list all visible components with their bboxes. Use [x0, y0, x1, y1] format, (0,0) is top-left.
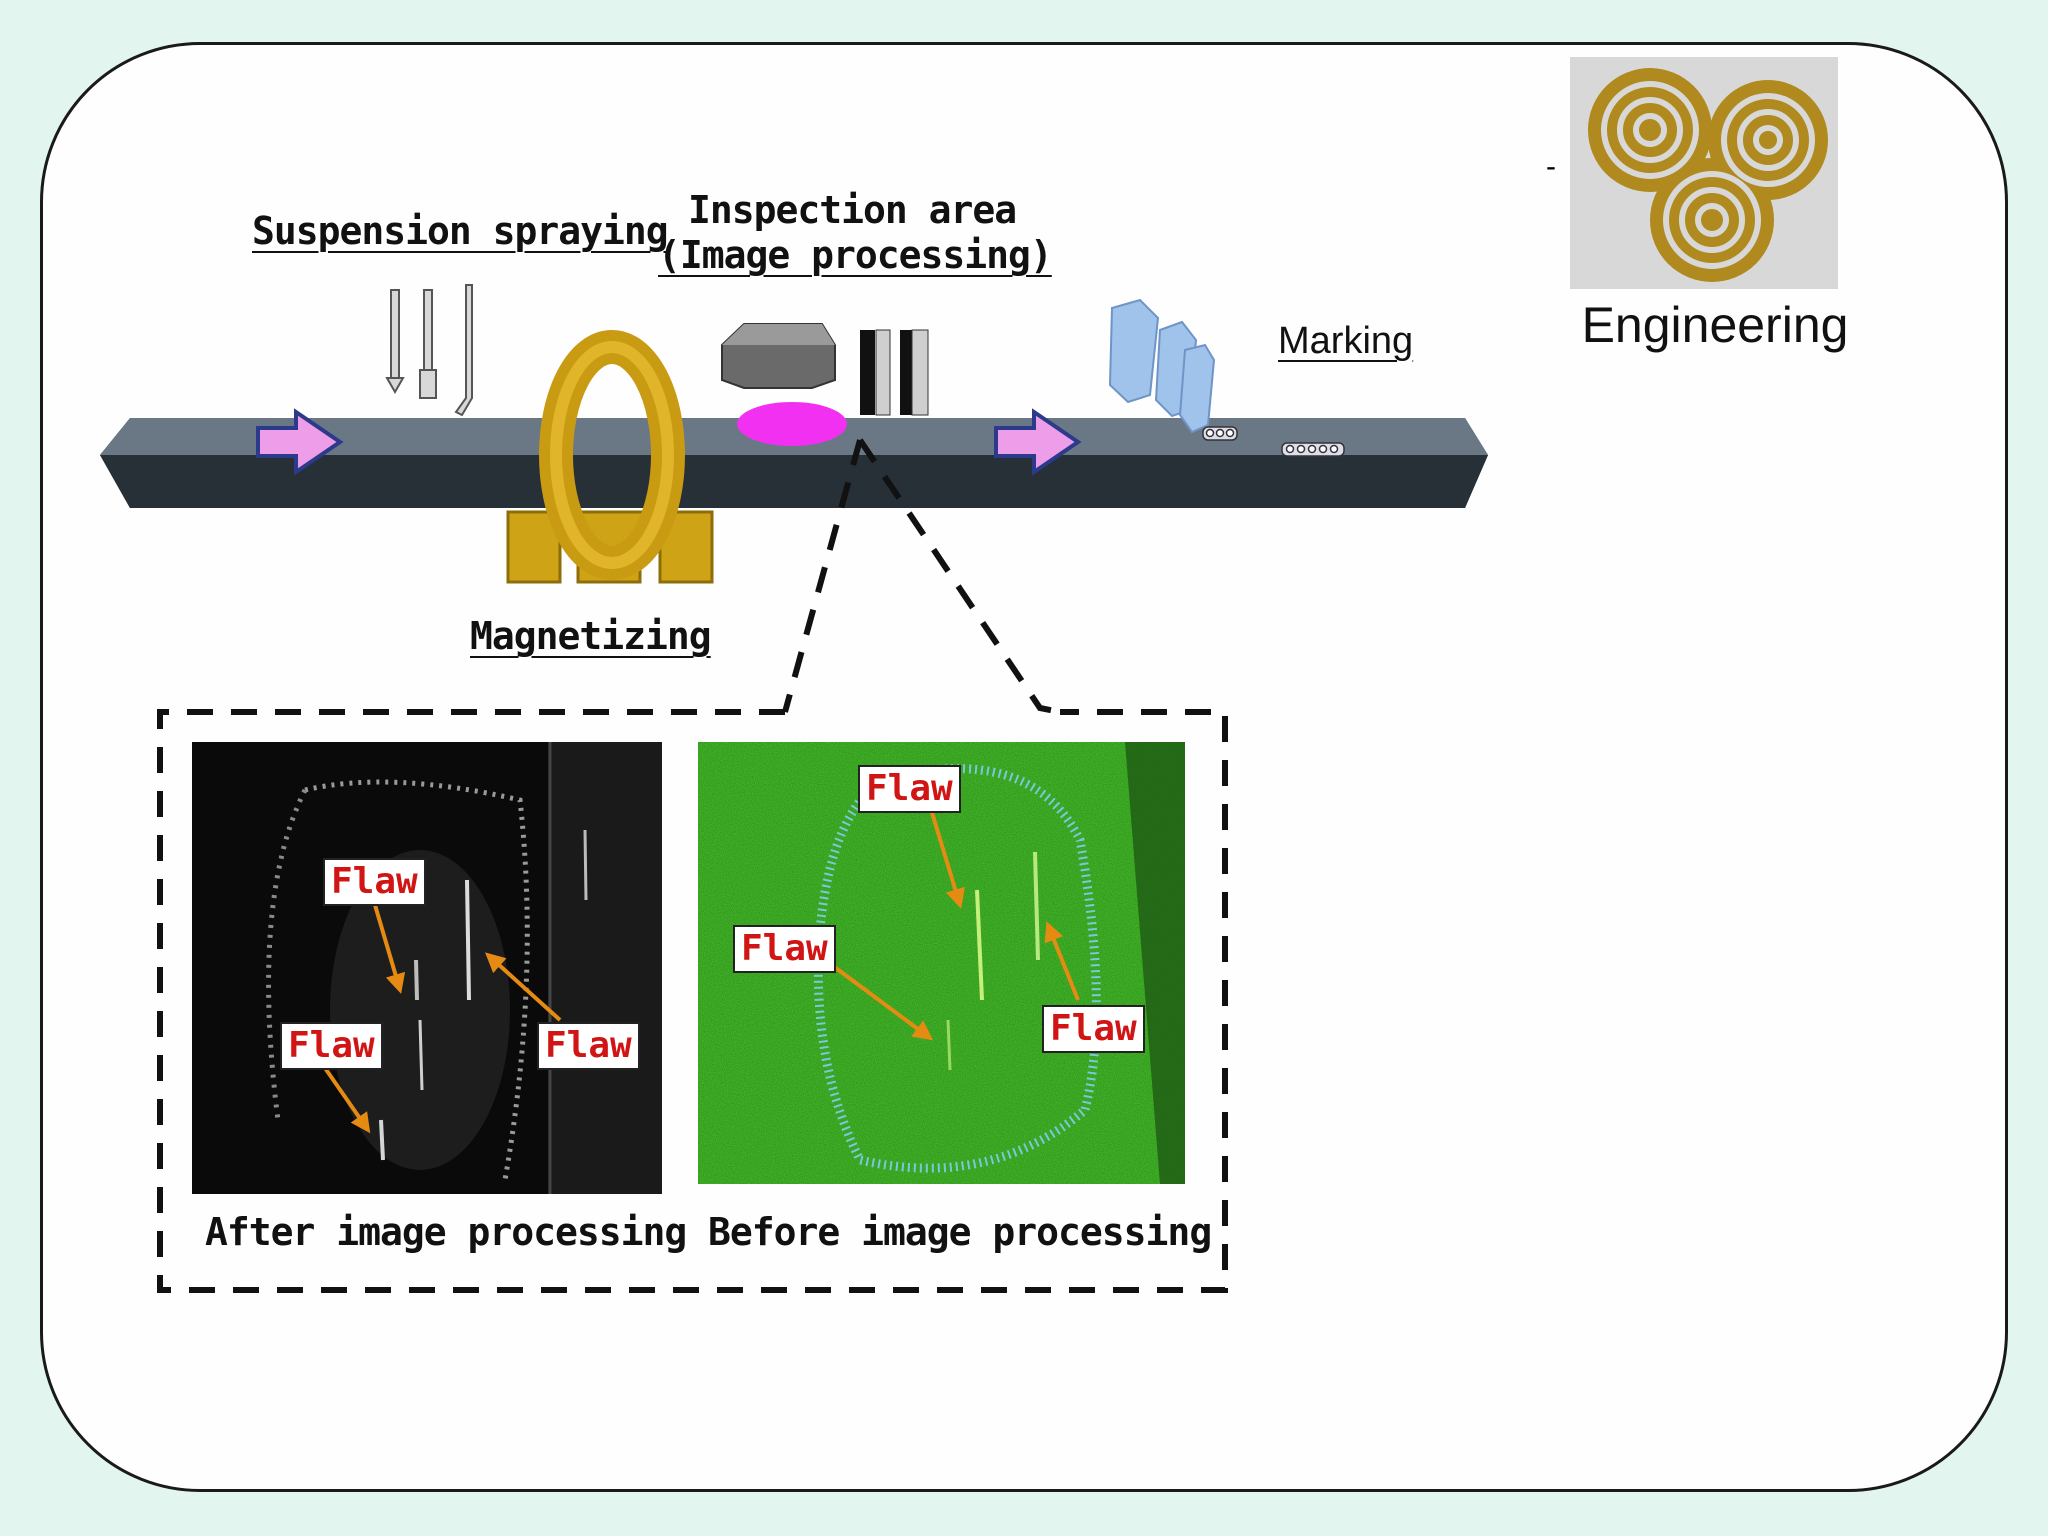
after-processing-caption: After image processing [205, 1210, 687, 1254]
detail-box [157, 709, 1228, 1293]
triple-spiral-icon [1570, 57, 1838, 289]
magnetizing-label: Magnetizing [470, 614, 712, 658]
suspension-spraying-label: Suspension spraying [252, 209, 669, 253]
before-processing-caption: Before image processing [708, 1210, 1212, 1254]
marking-nozzle-icon [1108, 298, 1216, 434]
flaw-label: Flaw [858, 765, 961, 813]
logo-text: Engineering [1581, 297, 1849, 353]
flaw-label: Flaw [323, 858, 426, 906]
camera-icon [721, 323, 836, 389]
logo-dash: - [1546, 150, 1556, 183]
marking-dots [1202, 426, 1345, 457]
flaw-pointer-arrows [323, 805, 1080, 1134]
direction-arrow-icon [994, 408, 1082, 476]
flaw-label: Flaw [1042, 1005, 1145, 1053]
inspection-area-label: Inspection area [688, 188, 1017, 232]
marking-label: Marking [1278, 320, 1414, 362]
zoom-callout-lines [782, 438, 1061, 715]
inspection-spot [737, 402, 847, 446]
magnetizing-coil-icon [506, 330, 714, 584]
image-processing-label: (Image processing) [658, 233, 1053, 277]
sensor-probe-icon [860, 329, 929, 416]
flaw-label: Flaw [280, 1022, 383, 1070]
after-processing-image [192, 742, 662, 1194]
flaw-label: Flaw [537, 1022, 640, 1070]
direction-arrow-icon [256, 408, 344, 476]
flaw-label: Flaw [733, 925, 836, 973]
spray-nozzle-icon [385, 284, 473, 417]
